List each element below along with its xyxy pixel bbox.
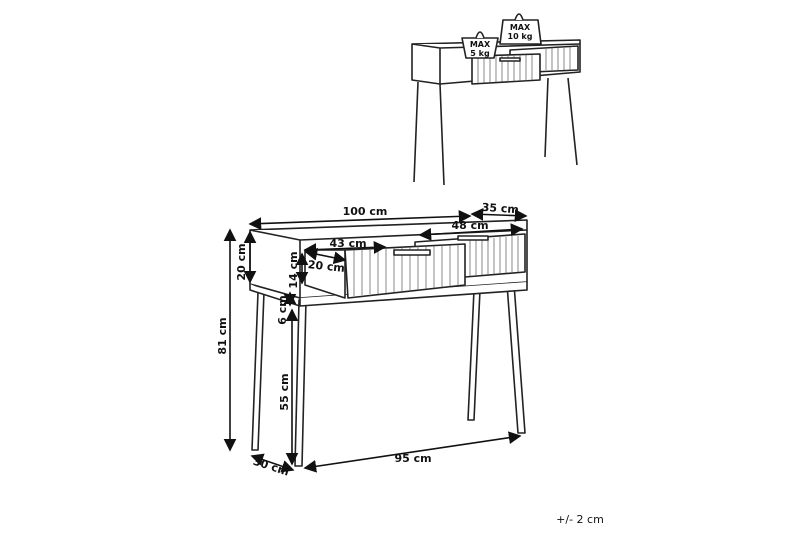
drawer-right-handle [457,235,489,241]
label-leg-width-span: 95 cm [394,452,431,465]
label-leg-height: 55 cm [278,373,291,410]
label-top-height: 20 cm [235,243,248,280]
drawer-left [344,243,466,299]
weight-10kg-icon: MAX 10 kg [499,13,542,45]
label-apron-gap: 6 cm [276,295,289,324]
weight-small-label-kg: 5 kg [470,49,490,58]
leg-back-left [251,291,265,451]
label-drawer-right-width: 48 cm [451,219,488,232]
weight-large-label-max: MAX [510,23,531,32]
label-width: 100 cm [343,205,388,218]
leg-back-right [467,289,481,421]
leg-front-right [506,283,526,434]
label-total-height: 81 cm [216,317,229,354]
drawer-left-handle [393,249,431,256]
label-leg-depth-span: 30 cm [251,455,290,479]
label-drawer-height: 14 cm [287,251,300,288]
label-drawer-depth: 20 cm [307,258,345,275]
top-view-table-drawing [411,39,581,186]
dimension-lines [223,208,528,473]
weight-large-label-kg: 10 kg [508,32,533,41]
label-depth: 35 cm [481,201,519,217]
weight-small-label-max: MAX [470,40,491,49]
weight-5kg-icon: MAX 5 kg [461,31,499,59]
top-view-drawer-left [471,53,541,85]
tolerance-note: +/- 2 cm [556,513,604,526]
leg-front-left [294,299,307,467]
label-drawer-left-width: 43 cm [329,237,366,250]
